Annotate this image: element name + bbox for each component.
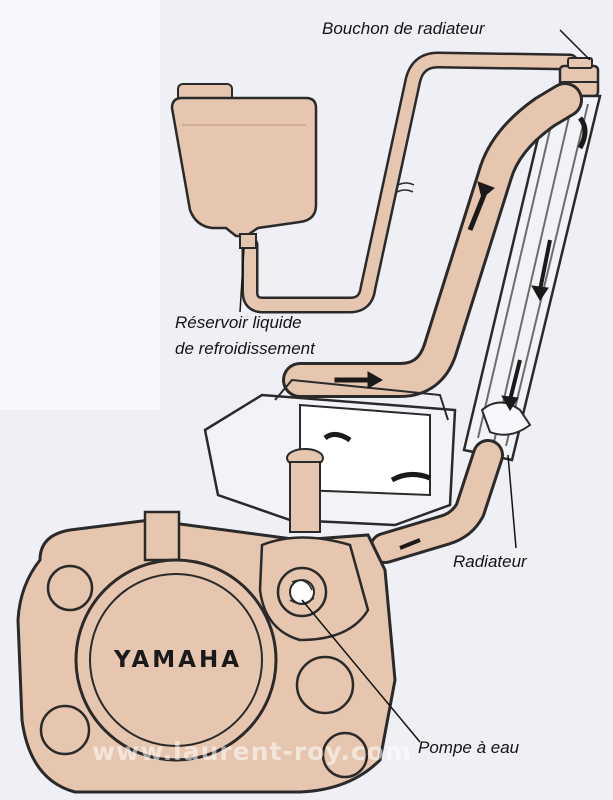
leader-radiator bbox=[507, 454, 517, 549]
lower-coolant-hose bbox=[369, 439, 504, 564]
radiator bbox=[462, 94, 602, 462]
flow-arrow-down-1 bbox=[538, 239, 552, 291]
flow-arrow-up-head bbox=[477, 181, 495, 199]
paper-panel bbox=[0, 0, 160, 410]
flow-arrow-down-2-head bbox=[501, 395, 519, 411]
cylinder-block bbox=[203, 378, 457, 533]
site-watermark: www.laurent-roy.com bbox=[92, 737, 412, 766]
flow-arrow-return bbox=[399, 538, 421, 550]
leader-radiator-cap bbox=[559, 29, 591, 61]
leader-lines bbox=[239, 29, 591, 743]
flow-arrow-down-2 bbox=[508, 359, 522, 401]
coolant-reservoir bbox=[170, 83, 318, 249]
flow-arrows bbox=[323, 116, 588, 550]
water-pump bbox=[258, 536, 370, 642]
leader-water-pump bbox=[301, 599, 421, 743]
flow-arrow-head-in bbox=[323, 432, 352, 443]
leader-reservoir bbox=[239, 247, 245, 313]
label-radiator-cap: Bouchon de radiateur bbox=[322, 19, 485, 38]
engine-crankcase bbox=[16, 510, 397, 794]
flow-arrow-head-out bbox=[334, 371, 384, 389]
flow-arrow-cap bbox=[577, 116, 588, 150]
flow-arrow-cyl bbox=[390, 472, 431, 483]
label-water-pump: Pompe à eau bbox=[418, 738, 520, 757]
upper-coolant-hose bbox=[282, 82, 583, 398]
label-reservoir-line2: de refroidissement bbox=[175, 339, 315, 358]
label-radiator: Radiateur bbox=[453, 552, 527, 571]
overflow-hose bbox=[241, 51, 579, 314]
label-reservoir-line1: Réservoir liquide bbox=[175, 313, 302, 332]
engine-brand-logo: YAMAHA bbox=[114, 647, 242, 673]
flow-arrow-down-1-head bbox=[531, 285, 549, 301]
